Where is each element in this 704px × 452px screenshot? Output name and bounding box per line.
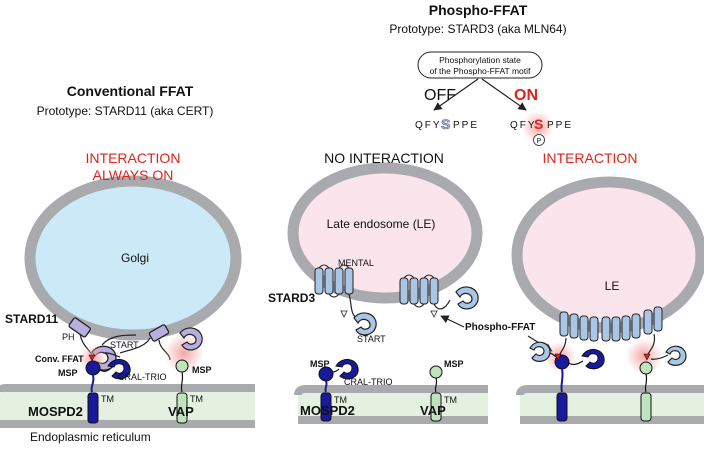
- seq-on-prefix: QFY: [510, 120, 537, 131]
- mospd2-cral-trio: [107, 359, 131, 380]
- conventional-title: Conventional FFAT: [67, 83, 194, 99]
- unphosphorylated-ffat-middle-2: [430, 310, 438, 318]
- arrow-to-off: [433, 78, 479, 111]
- stard3-start-right-2: [665, 345, 687, 366]
- phospho-title: Phospho-FFAT: [429, 2, 528, 18]
- vap-msp-right: [639, 361, 653, 375]
- no-interaction-label: NO INTERACTION: [324, 150, 444, 166]
- phosphate-icon: [533, 134, 545, 146]
- phospho-glow-seq: [522, 111, 554, 143]
- unphosphorylated-ffat-middle-1: [340, 310, 348, 318]
- vap-label-middle: VAP: [420, 403, 446, 418]
- ph-label: PH: [62, 332, 75, 342]
- mospd2-label-left: MOSPD2: [28, 404, 83, 419]
- start-label-middle: START: [357, 334, 386, 344]
- golgi-label: Golgi: [121, 251, 149, 265]
- stard3-start-domain-middle: [353, 312, 377, 336]
- er-label: Endoplasmic reticulum: [30, 430, 151, 444]
- er-membrane-right: [516, 385, 704, 424]
- phosphate-label: P: [537, 138, 542, 145]
- seq-off-suffix: PPE: [453, 120, 479, 131]
- phospho-ffat-right-1: [554, 353, 562, 361]
- tm-label-middle-right: TM: [444, 395, 457, 405]
- msp-label-left: MSP: [58, 368, 78, 378]
- mospd2-label-middle: MOSPD2: [300, 403, 355, 418]
- tm-label-left-vap: TM: [190, 394, 203, 404]
- phospho-ffat-label: Phospho-FFAT: [465, 322, 535, 333]
- mospd2-tm-middle: [320, 392, 332, 422]
- stard3-start-domain-middle-2: [455, 286, 479, 310]
- mental-label: MENTAL: [338, 258, 374, 268]
- mospd2-msp-middle: [318, 366, 334, 382]
- conv-ffat-label: Conv. FFAT: [35, 354, 84, 364]
- vap-label-left: VAP: [168, 404, 194, 419]
- conv-ffat-motif-icon: [88, 354, 96, 362]
- mospd2-tm-right: [556, 392, 568, 422]
- msp-label-middle-left: MSP: [310, 359, 330, 369]
- stard3-mental-domain-middle: [314, 264, 439, 308]
- seq-on-suffix: PPE: [547, 120, 573, 131]
- stard3-start-right-1: [529, 341, 551, 362]
- stard11-label: STARD11: [5, 312, 58, 326]
- stard11-ph-domain-2: [148, 324, 170, 342]
- le-organelle-right: [511, 176, 704, 334]
- mospd2-cral-trio-middle: [335, 359, 359, 380]
- cral-trio-label-left: CRAL-TRIO: [118, 372, 167, 382]
- le-label-right: LE: [605, 279, 620, 293]
- stard11-ph-domain: [68, 317, 91, 338]
- vap-msp-left: [175, 359, 189, 373]
- on-label: ON: [514, 87, 538, 104]
- mospd2-tm: [87, 392, 99, 424]
- conventional-state-line1: INTERACTION: [86, 150, 181, 166]
- interaction-label-right: INTERACTION: [543, 150, 638, 166]
- stard11-start-bound: [179, 327, 203, 351]
- conventional-prototype: Prototype: STARD11 (aka CERT): [37, 104, 214, 118]
- conventional-state-line2: ALWAYS ON: [93, 167, 174, 183]
- phospho-prototype: Prototype: STARD3 (aka MLN64): [389, 22, 566, 36]
- er-membrane-left: [0, 384, 255, 428]
- cral-trio-label-middle: CRAL-TRIO: [344, 377, 393, 387]
- late-endosome-label: Late endosome (LE): [327, 217, 436, 231]
- tm-label-middle-left: TM: [334, 395, 347, 405]
- stard3-label: STARD3: [268, 291, 315, 305]
- state-box-line1: Phosphorylation state: [439, 55, 521, 65]
- msp-label-right-left-panel: MSP: [192, 365, 212, 375]
- vap-tm-left: [176, 392, 188, 424]
- vap-tm-middle: [430, 392, 442, 422]
- seq-off-prefix: QFY: [415, 120, 442, 131]
- arrow-to-on: [481, 78, 527, 111]
- msp-label-middle-right: MSP: [444, 359, 464, 369]
- vap-msp-middle: [429, 365, 443, 379]
- mospd2-cral-trio-right: [581, 349, 605, 370]
- phospho-ffat-right-2: [643, 353, 651, 361]
- state-box-line2: of the Phospho-FFAT motif: [430, 66, 531, 76]
- start-label-left: START: [110, 340, 139, 350]
- phosphorylation-state-box: [417, 51, 543, 79]
- stard3-mental-domain-right: [559, 306, 663, 342]
- tm-label-left: TM: [101, 394, 114, 404]
- vap-tm-right: [640, 392, 652, 422]
- off-label: OFF: [424, 87, 456, 104]
- seq-on-residue: S: [534, 116, 543, 132]
- phospho-ffat-arrow-middle: [440, 315, 465, 328]
- seq-off-residue: S: [441, 116, 450, 132]
- late-endosome-organelle: [287, 162, 483, 304]
- mospd2-msp-left: [85, 360, 101, 376]
